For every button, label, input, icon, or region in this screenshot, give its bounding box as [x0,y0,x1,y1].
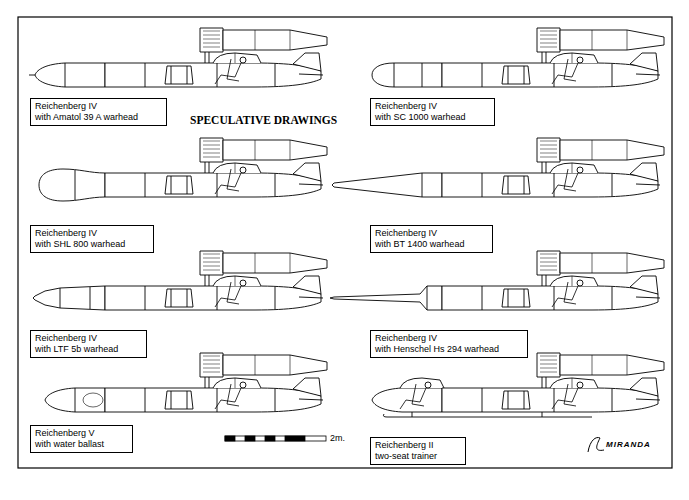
caption-text: with water ballast [35,439,104,450]
caption-text: Reichenberg V [35,428,104,439]
warhead [330,286,442,310]
caption-box: Reichenberg Vwith water ballast [30,425,133,453]
airframe [105,353,327,412]
caption-text: Reichenberg II [375,440,437,451]
scale-segment [245,436,255,441]
aircraft [332,138,664,197]
caption-text: Reichenberg IV [375,101,466,112]
airframe [442,251,664,310]
caption-text: Reichenberg IV [35,101,138,112]
aircraft [372,28,664,87]
scale-label: 2m. [330,433,345,443]
caption-text: with SHL 800 warhead [35,239,125,250]
warhead [372,63,442,87]
caption-box: Reichenberg IVwith SHL 800 warhead [30,225,154,253]
caption-box: Reichenberg IItwo-seat trainer [370,437,466,465]
caption-text: two-seat trainer [375,451,437,462]
caption-box: Reichenberg IVwith BT 1400 warhead [370,225,493,253]
warhead [29,63,105,87]
airframe [442,28,664,87]
caption-text: Reichenberg IV [35,333,118,344]
caption-text: with SC 1000 warhead [375,112,466,123]
caption-text: with LTF 5b warhead [35,344,118,355]
aircraft [33,251,327,310]
signature: MIRANDA [606,440,651,449]
airframe [442,138,664,197]
scale-bar [225,436,326,441]
airframe [442,353,664,412]
caption-box: Reichenberg IVwith Henschel Hs 294 warhe… [370,330,528,358]
aircraft [39,138,327,201]
scale-segment [225,436,235,441]
scale-frame [225,436,326,441]
caption-box: Reichenberg IVwith Amatol 39 A warhead [30,98,167,126]
landing-skid [383,412,592,417]
warhead [39,169,105,201]
aircraft [29,28,327,87]
water-tank [83,393,103,407]
airframe [105,251,327,310]
aircraft [330,251,664,310]
scale-segment [285,436,305,441]
warhead [33,286,105,310]
ballast-nose [45,388,105,412]
caption-text: with Henschel Hs 294 warhead [375,344,499,355]
front-seat [400,384,426,409]
pilot-head [425,382,431,388]
frame [18,17,672,468]
caption-box: Reichenberg IVwith LTF 5b warhead [30,330,147,358]
aircraft [45,353,327,412]
airframe [105,138,327,197]
caption-box: Reichenberg IVwith SC 1000 warhead [370,98,495,126]
scale-segment [265,436,275,441]
caption-text: Reichenberg IV [35,228,125,239]
caption-text: Reichenberg IV [375,333,499,344]
signature-mark [588,438,604,452]
front-canopy [400,378,444,388]
warhead [332,173,442,197]
caption-text: with Amatol 39 A warhead [35,112,138,123]
caption-text: with BT 1400 warhead [375,239,464,250]
aircraft [372,353,664,417]
caption-text: Reichenberg IV [375,228,464,239]
airframe [105,28,327,87]
diagram-title: SPECULATIVE DRAWINGS [190,114,337,126]
